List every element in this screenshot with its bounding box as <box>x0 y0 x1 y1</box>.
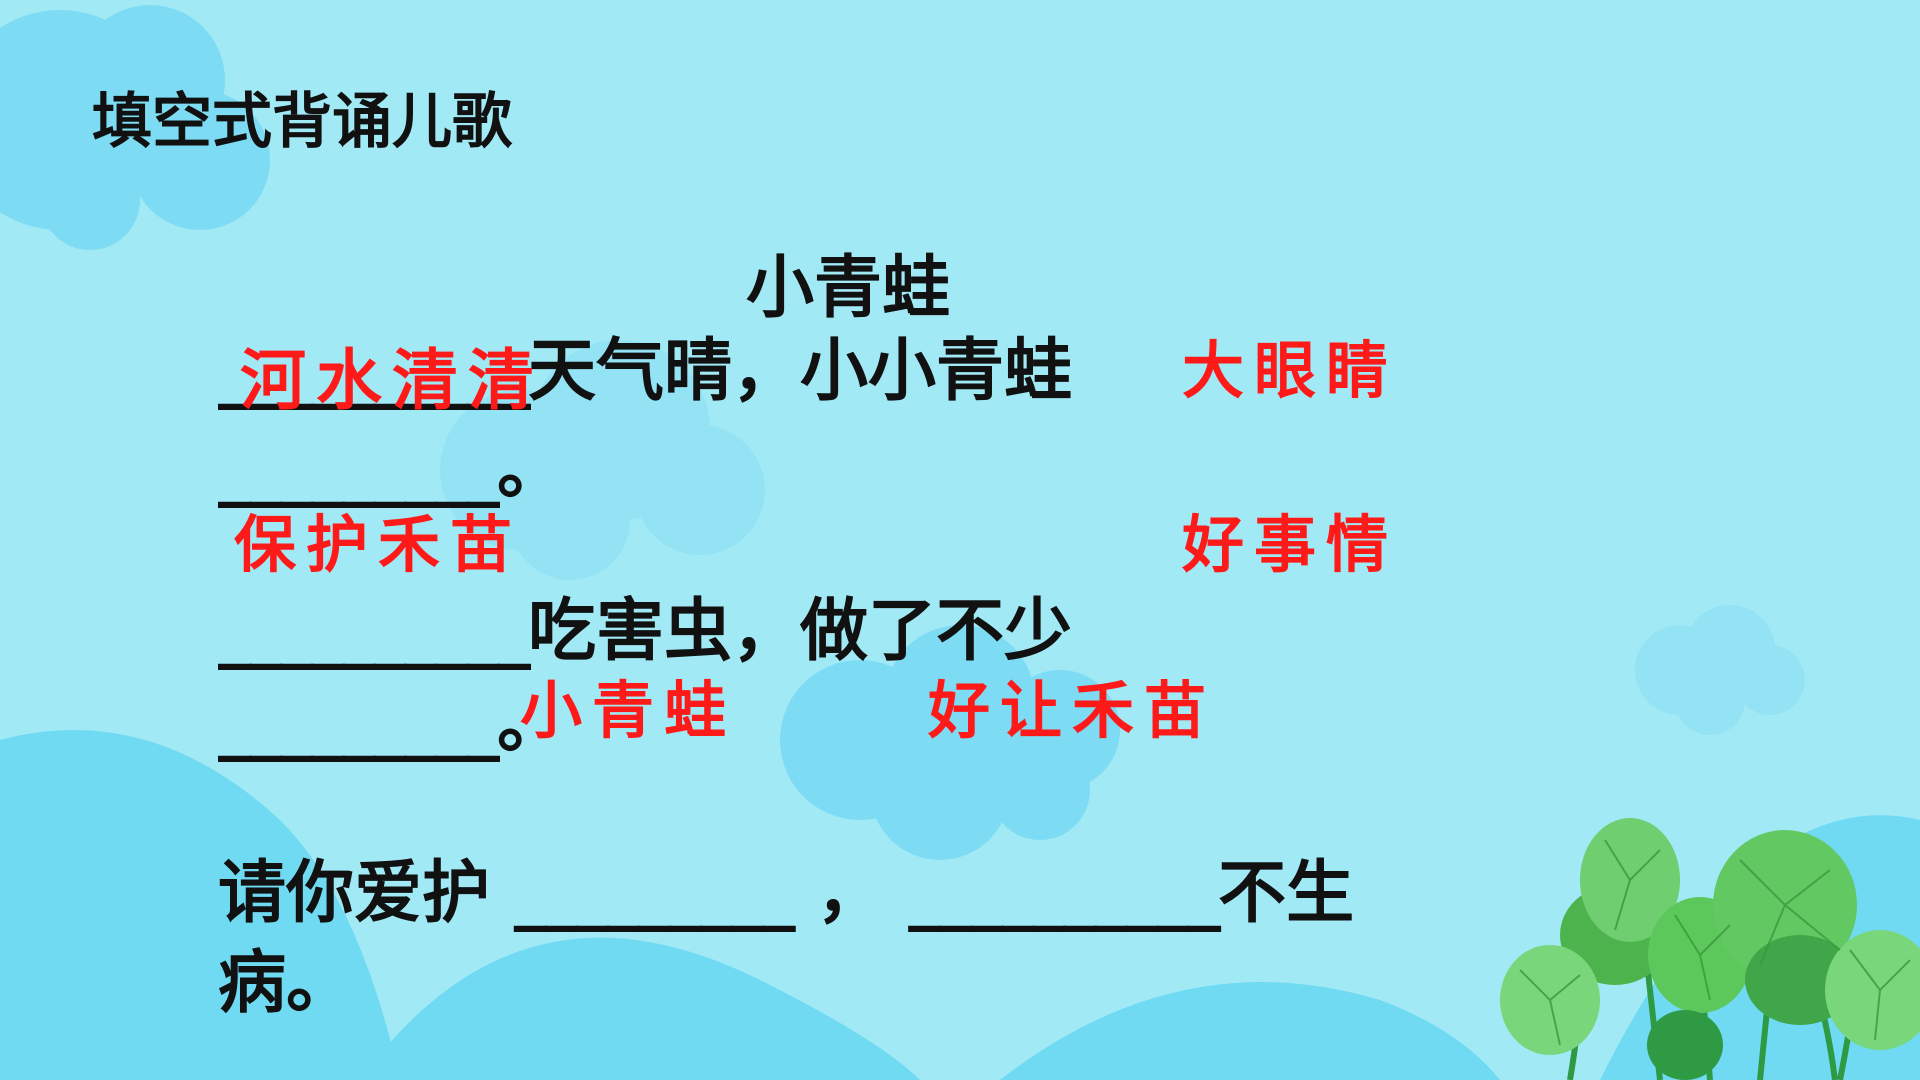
poem-line-1: __________天气晴，小小青蛙 <box>218 338 1072 406</box>
poem-line-4-text: 。 <box>497 684 566 763</box>
cloud-top-left <box>0 5 270 250</box>
fill-blank: _________ <box>218 430 500 509</box>
poem-title: 小青蛙 <box>746 249 951 328</box>
cloud-right <box>1635 605 1805 735</box>
answer-2: 大眼睛 <box>1182 334 1399 407</box>
fill-blank: __________ <box>218 592 531 671</box>
poem-line-5-text-end: 不生 <box>1218 854 1355 933</box>
poem-line-1-text: 天气晴，小小青蛙 <box>528 332 1073 411</box>
poem-line-3: __________吃害虫，做了不少 <box>218 598 1072 666</box>
poem-line-5-text-start: 请你爱护 <box>218 854 491 933</box>
poem-line-2-text: 。 <box>497 430 566 509</box>
poem-line-5: 请你爱护 _________ ， __________不生 <box>218 860 1354 928</box>
fill-blank: __________ <box>218 332 531 411</box>
answer-4: 好事情 <box>1182 508 1399 581</box>
page-heading: 填空式背诵儿歌 <box>92 87 512 157</box>
answer-5: 小青蛙 <box>520 674 737 747</box>
poem-line-3-text: 吃害虫，做了不少 <box>528 592 1073 671</box>
fill-blank: __________ <box>908 854 1221 933</box>
poem-line-4: _________。 <box>218 690 565 758</box>
cloud-middle-faint <box>440 340 765 580</box>
poem-line-5-comma: ， <box>816 854 885 933</box>
poem-line-6: 病。 <box>218 944 355 1023</box>
answer-3: 保护禾苗 <box>234 508 523 581</box>
poem-line-2: _________。 <box>218 436 565 504</box>
answer-1: 河水清清 <box>240 342 544 419</box>
answer-6: 好让禾苗 <box>928 674 1217 747</box>
fill-blank: _________ <box>513 854 796 933</box>
lotus-leaves <box>1500 818 1920 1080</box>
cloud-center <box>780 625 1120 860</box>
fill-blank: _________ <box>218 684 500 763</box>
